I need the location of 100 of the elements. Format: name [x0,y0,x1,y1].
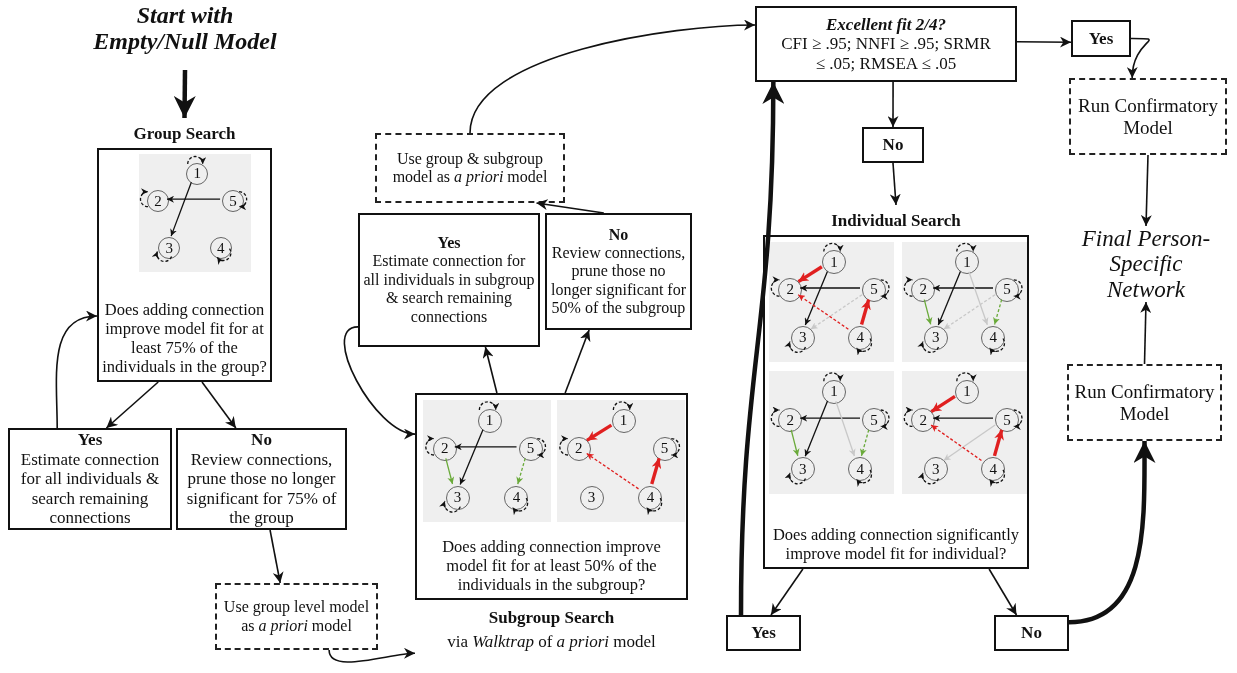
step-heading: Group Search [132,124,237,144]
step-subheading: via Walktrap of a priori model [446,630,657,653]
process-box: Yes [1071,20,1131,57]
arrow [889,162,901,206]
self-loop-arrow [784,340,807,354]
self-loop-arrow [612,401,633,411]
dashed-box: Run Confirmatory Model [1069,78,1227,155]
arrow [650,457,662,485]
arrow [797,265,823,284]
self-loop-arrow [439,500,461,513]
arrow [1127,37,1150,79]
self-loop-arrow [880,409,890,430]
network-panel [423,400,551,522]
self-loop-arrow [770,406,781,428]
box-heading: Excellent fit 2/4? [826,14,946,35]
arrow [992,429,1004,457]
arrow [930,395,956,414]
box-text: CFI ≥ .95; NNFI ≥ .95; SRMR ≤ .05; RMSEA ≤ .05 [781,34,991,74]
arrow [860,429,870,457]
dashed-box: Run Confirmatory Model [1067,364,1222,441]
process-box [358,213,540,347]
arrow [835,400,856,457]
process-box: No [994,615,1069,651]
arrow [799,414,861,422]
process-box: Yes [726,615,801,651]
self-loop-arrow [988,337,1006,356]
arrow [1068,441,1156,625]
arrow [804,400,829,457]
box-text: Review connections, prune those no longer significant for 50% of the subgroup [550,243,687,318]
arrow [201,381,237,429]
arrow [937,270,962,326]
arrow [469,19,756,134]
self-loop-arrow [770,276,781,297]
arrow [932,284,994,292]
arrow [932,414,994,422]
result-text: Final Person-Specific Network [1070,226,1222,302]
box-text: Review connections, prune those no longer significant for 75% of the group [185,449,338,528]
arrow [445,457,455,485]
question-text: Does adding connection significantly improve model fit for individual? [771,526,1021,564]
self-loop-arrow [187,155,206,165]
box-text: Estimate connection for all individuals in subgroup & search remaining connections [363,252,535,326]
self-loop-arrow [478,401,499,411]
arrow [797,294,849,330]
dashed-box: Use group & subgroup model as a priori model [375,133,565,203]
arrow [55,311,98,429]
arrow [328,648,416,663]
question-text: Does adding connection improve model fit for at least 50% of the individuals in the subgroup? [441,538,662,595]
arrow [942,424,996,462]
self-loop-arrow [1013,279,1023,300]
self-loop-arrow [823,372,844,382]
self-loop-arrow [988,469,1006,487]
start-text: Start with Empty/Null Model [78,2,292,70]
arrow [586,452,640,490]
box-heading: Yes [77,430,103,450]
arrow [923,298,933,326]
arrow [269,529,284,584]
process-box [8,428,172,530]
arrow [887,81,899,128]
network-panel [769,242,894,362]
self-loop-arrow [1013,409,1023,430]
arrow [790,429,800,457]
network-panel [902,242,1027,362]
self-loop-arrow [216,248,232,265]
dashed-box: Use group level model as a priori model [215,583,378,650]
self-loop-arrow [559,435,569,456]
arrow [799,284,861,292]
self-loop-arrow [784,472,807,485]
self-loop-arrow [855,337,873,356]
box-heading: No [251,430,272,450]
self-loop-arrow [855,469,873,487]
arrow [1140,154,1152,227]
network-panel [557,400,685,522]
process-box: No [862,127,924,163]
arrow [770,568,804,616]
self-loop-arrow [880,279,890,300]
arrow [988,568,1018,616]
arrow [482,346,498,394]
network-panel [902,371,1027,494]
self-loop-arrow [956,372,977,382]
process-box [755,6,1017,82]
arrow [105,381,160,429]
self-loop-arrow [917,472,940,485]
self-loop-arrow [536,437,547,459]
step-heading: Subgroup Search [487,607,616,629]
arrow [859,299,871,325]
self-loop-arrow [152,250,173,263]
self-loop-arrow [956,242,977,253]
arrow [1016,36,1072,48]
process-box [545,213,692,330]
network-panel [769,371,894,494]
arrow [586,423,613,442]
arrow [930,424,983,462]
box-heading: No [608,225,629,244]
arrow [535,199,605,214]
arrow [516,457,526,485]
arrow [166,195,221,203]
arrow [804,270,829,326]
arrow [943,294,996,330]
step-heading: Individual Search [830,211,962,231]
self-loop-arrow [903,276,914,297]
